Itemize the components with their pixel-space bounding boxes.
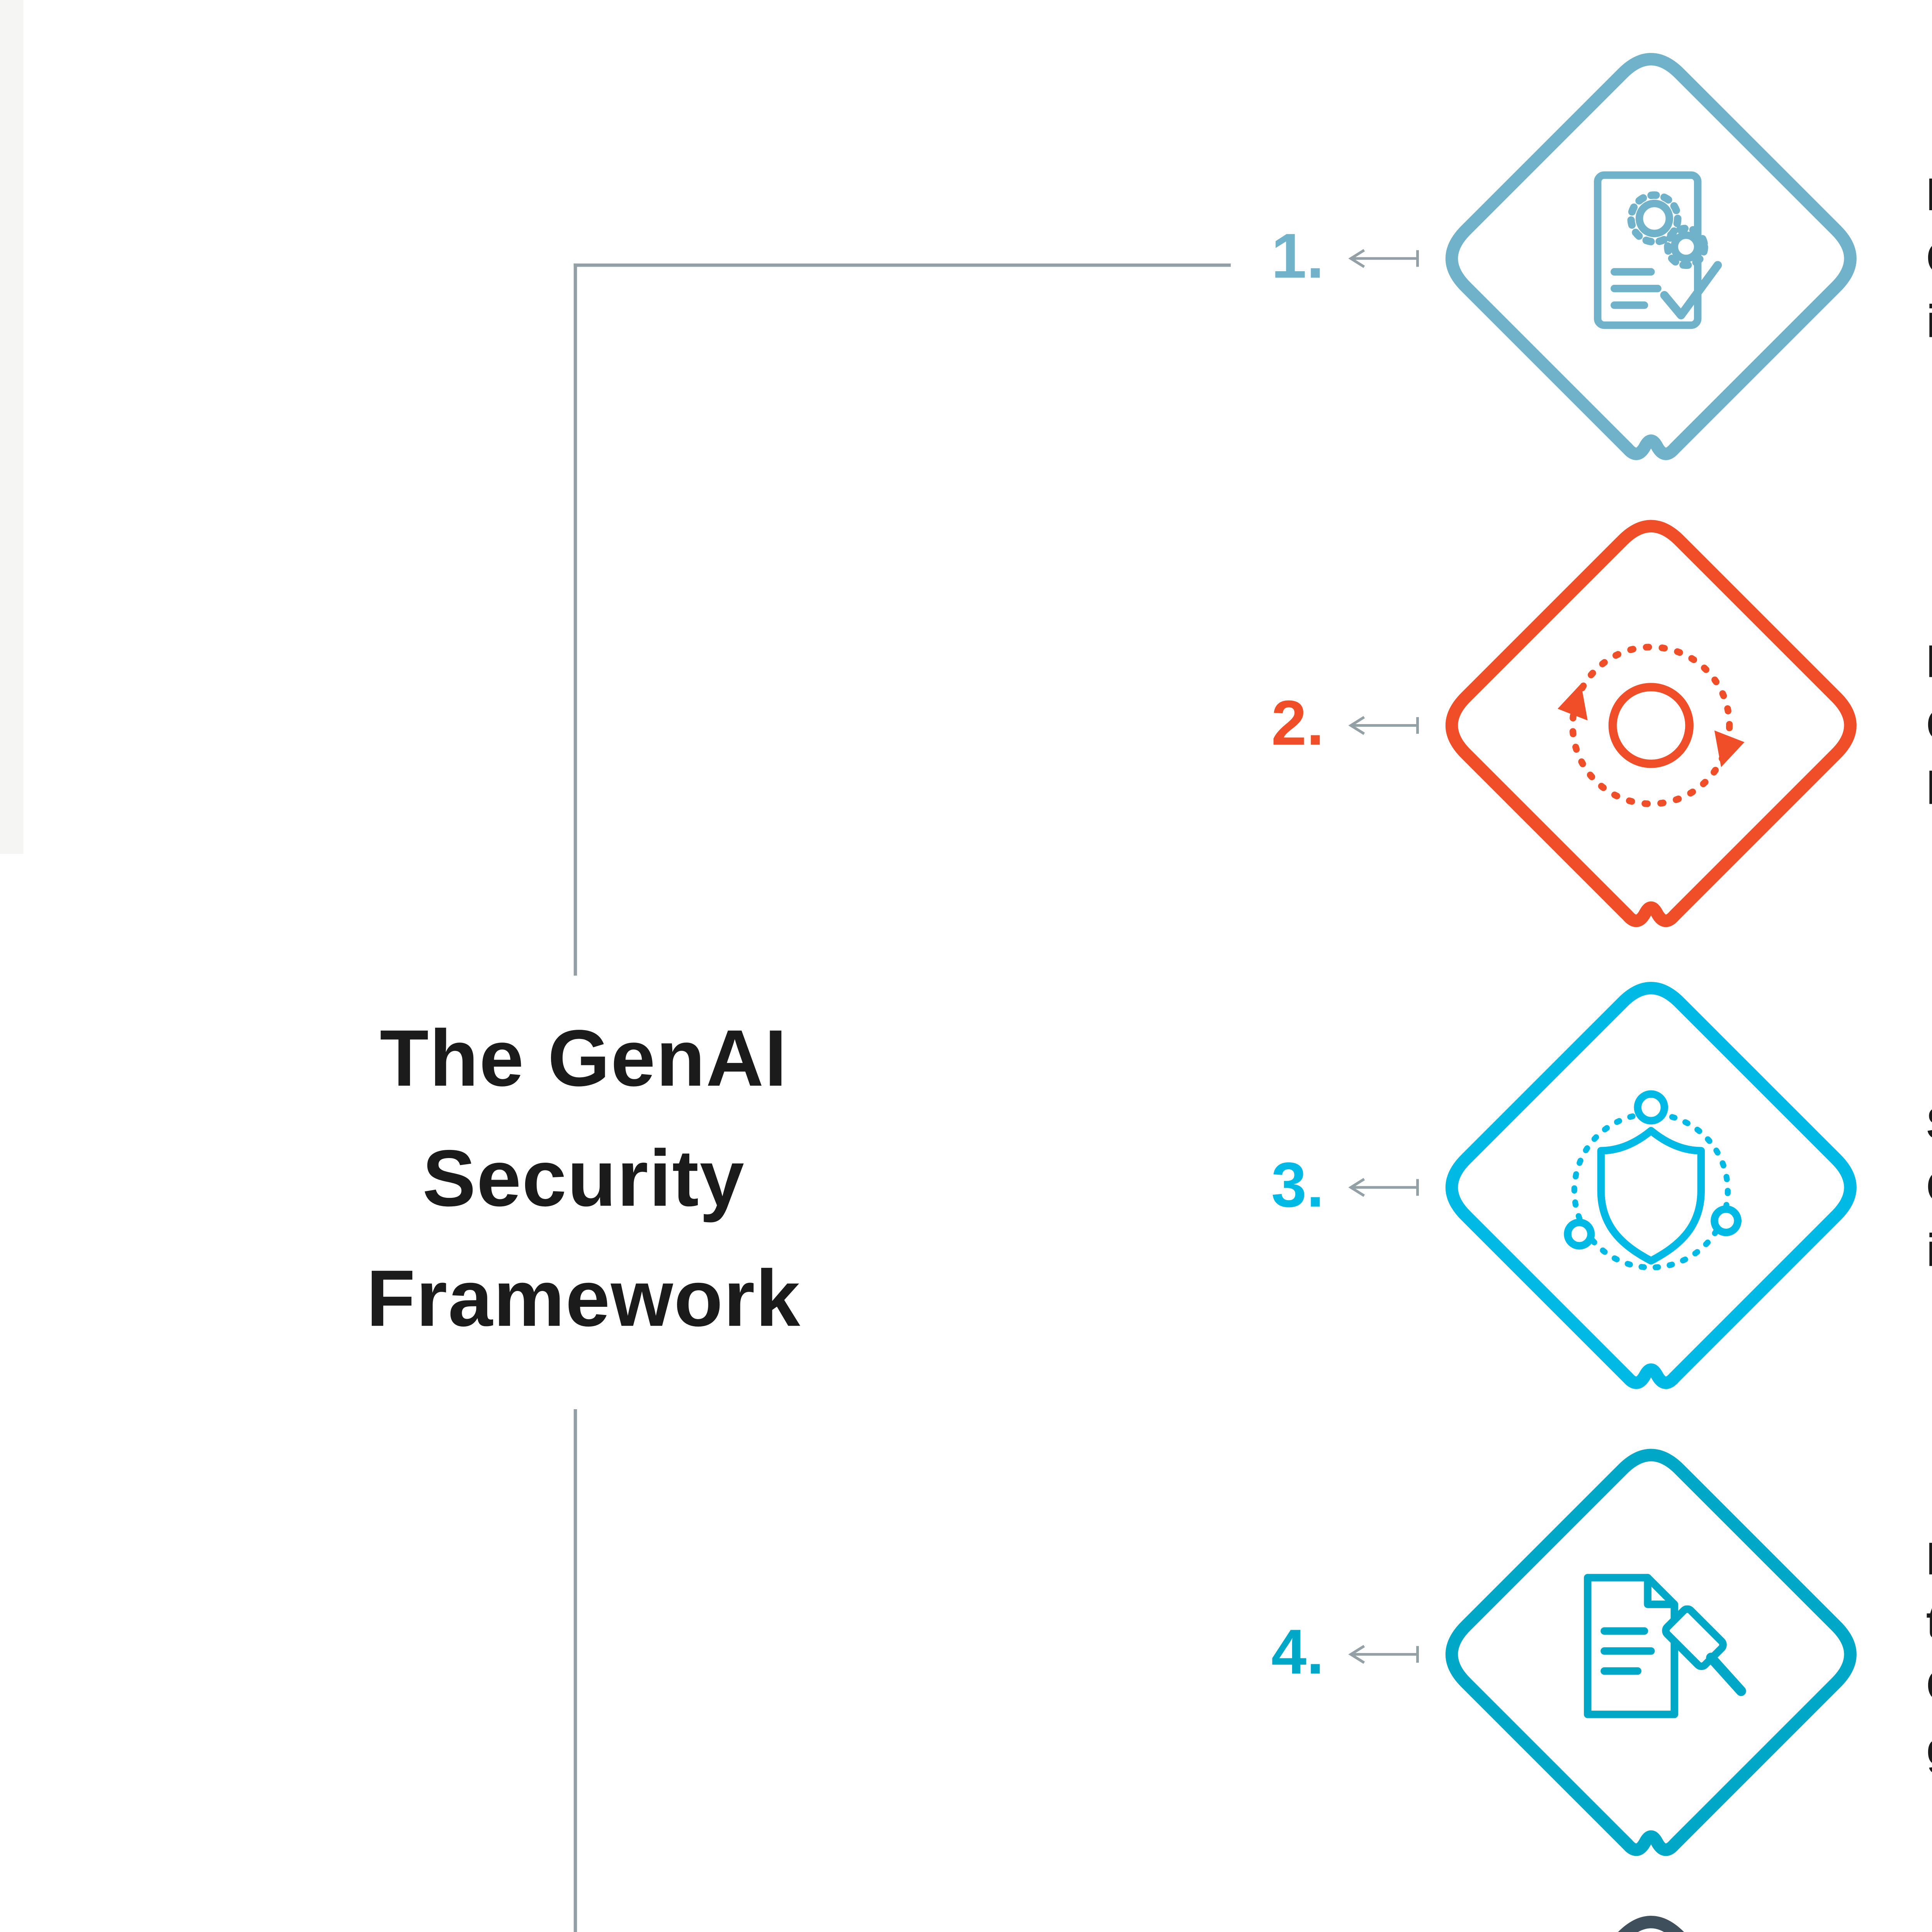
document-gavel-icon (1584, 1574, 1746, 1718)
framework-step-2: 2. Protect GenAI data lifecycle (1218, 475, 1932, 976)
diamond-outline (1445, 53, 1857, 460)
step-number: 3. (1271, 1151, 1324, 1222)
diamond-outline (1445, 520, 1857, 927)
framework-step-4: 4. Enforce trustworthy GenAI governance (1218, 1404, 1932, 1905)
connector-arrow-icon (1348, 1645, 1419, 1664)
step-diamond (1445, 520, 1857, 927)
page-title: The GenAI Security Framework (366, 1015, 801, 1344)
step-number: 1. (1271, 223, 1324, 293)
step-diamond (1445, 53, 1857, 460)
refresh-cycle-icon (1569, 643, 1733, 807)
connector-arrow-icon (1348, 716, 1419, 735)
step-diamond (1445, 982, 1857, 1389)
step-label: Enforce trustworthy GenAI governance (1926, 1527, 1932, 1781)
document-gears-check-icon (1594, 171, 1722, 329)
shield-network-icon (1564, 1090, 1742, 1270)
bracket-vertical-lower (573, 1409, 577, 1932)
bracket-vertical-upper (573, 263, 577, 976)
refresh-cycle-arrowheads (1558, 684, 1745, 767)
framework-step-3: 3. Secure GenAI system infrastructure (1218, 937, 1932, 1438)
page-edge-shade (0, 0, 24, 854)
step-label: Harden GenAI I/O integrity (1926, 163, 1932, 354)
diamond-outline (1618, 1916, 1684, 1932)
step-diamond (1445, 1449, 1857, 1856)
bracket-horizontal-top (573, 263, 1231, 267)
diamond-outline (1445, 982, 1857, 1389)
framework-step-5: 5. Defend against adversarial GenAI thre… (1218, 1871, 1932, 1932)
step-number: 2. (1271, 689, 1324, 760)
framework-step-1: 1. Harden GenAI I/O integrity (1218, 9, 1932, 509)
connector-arrow-icon (1348, 1178, 1419, 1197)
step-diamond (1618, 1916, 1684, 1932)
step-label: Protect GenAI data lifecycle (1926, 630, 1932, 820)
step-number: 4. (1271, 1618, 1324, 1689)
step-label: Secure GenAI system infrastructure (1926, 1092, 1932, 1282)
connector-arrow-icon (1348, 249, 1419, 268)
